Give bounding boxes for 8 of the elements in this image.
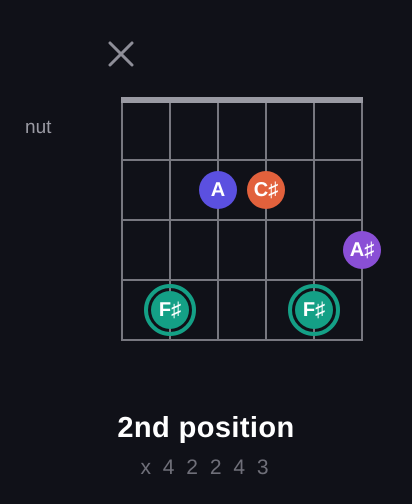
note-dot: A♯: [343, 231, 381, 269]
root-note-dot: F♯: [144, 284, 196, 336]
note-dot: A: [199, 171, 237, 209]
note-dot: C♯: [247, 171, 285, 209]
root-note-dot: F♯: [288, 284, 340, 336]
position-title: 2nd position: [117, 412, 295, 444]
nut-label: nut: [25, 117, 52, 138]
fingering-text: x 4 2 2 4 3: [140, 456, 272, 479]
